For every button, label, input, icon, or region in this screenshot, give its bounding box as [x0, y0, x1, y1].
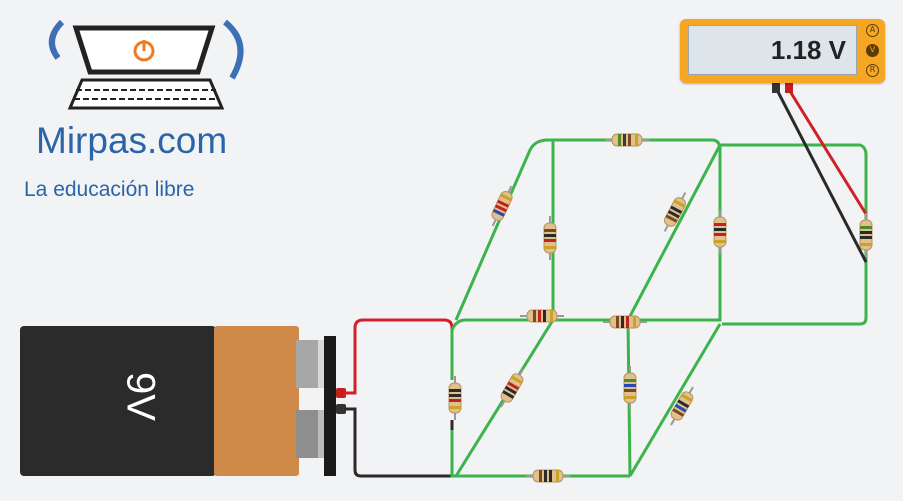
multimeter-display: 1.18 V: [688, 25, 857, 75]
resistor-r13[interactable]: [526, 469, 570, 483]
resistor-r5[interactable]: [713, 210, 727, 254]
resistor-r10[interactable]: [496, 366, 528, 410]
resistor-r4[interactable]: [659, 190, 690, 234]
brand-name: Mirpas.com: [36, 120, 228, 161]
brand-tagline: La educación libre: [24, 178, 195, 201]
resistor-group: [448, 133, 873, 483]
resistor-r9[interactable]: [448, 376, 462, 420]
monitor-logo-icon: [49, 19, 244, 110]
mode-ohmmeter-button[interactable]: R: [866, 64, 879, 77]
resistor-r6[interactable]: [859, 213, 873, 257]
mode-ammeter-button[interactable]: A: [866, 24, 879, 37]
multimeter[interactable]: 1.18 V A V R: [680, 19, 885, 83]
multimeter-reading: 1.18 V: [770, 35, 846, 65]
resistor-r12[interactable]: [666, 384, 698, 428]
resistor-r7[interactable]: [520, 309, 564, 323]
resistor-r3[interactable]: [543, 216, 557, 260]
wire-battery-positive: [344, 318, 454, 395]
battery-9v[interactable]: [20, 326, 346, 476]
probe-red: [786, 87, 868, 215]
resistor-r8[interactable]: [603, 315, 647, 329]
circuit-wires: [450, 138, 868, 478]
battery-label: 9V: [118, 372, 163, 421]
wire-battery-negative: [344, 407, 454, 478]
resistor-r2[interactable]: [487, 184, 516, 229]
probe-black: [774, 87, 868, 263]
resistor-r1[interactable]: [605, 133, 649, 147]
mode-voltmeter-button[interactable]: V: [866, 44, 879, 57]
resistor-r11[interactable]: [623, 366, 637, 410]
